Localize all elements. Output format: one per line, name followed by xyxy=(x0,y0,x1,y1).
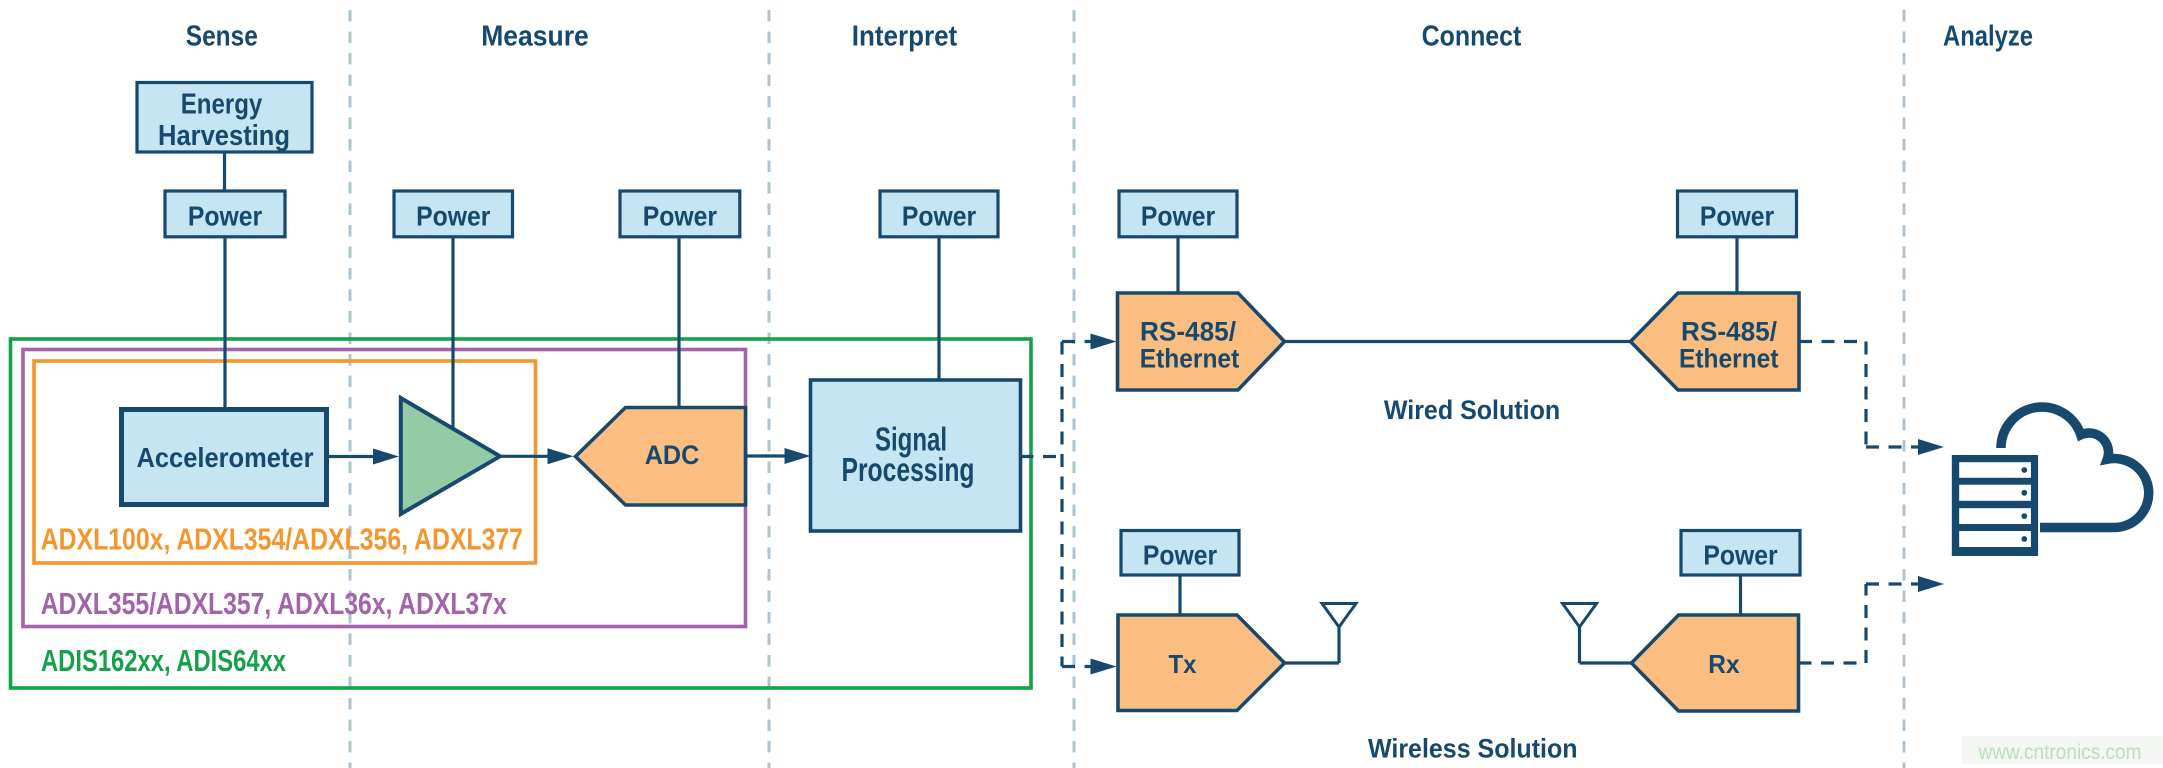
svg-text:Interpret: Interpret xyxy=(852,20,958,52)
svg-text:Power: Power xyxy=(188,201,263,232)
svg-text:RS-485/: RS-485/ xyxy=(1681,317,1777,347)
svg-text:Measure: Measure xyxy=(481,20,589,52)
svg-text:Power: Power xyxy=(1703,540,1778,571)
svg-text:Power: Power xyxy=(902,201,977,232)
svg-text:Rx: Rx xyxy=(1708,649,1740,679)
svg-text:ADXL100x, ADXL354/ADXL356, ADX: ADXL100x, ADXL354/ADXL356, ADXL377 xyxy=(41,523,523,557)
svg-text:Analyze: Analyze xyxy=(1943,20,2033,52)
svg-text:Wireless Solution: Wireless Solution xyxy=(1368,734,1578,764)
svg-text:Energy: Energy xyxy=(181,88,263,120)
svg-text:Harvesting: Harvesting xyxy=(158,120,290,152)
svg-text:Connect: Connect xyxy=(1422,20,1522,52)
svg-text:Power: Power xyxy=(416,201,491,232)
svg-text:Signal: Signal xyxy=(875,421,947,458)
svg-text:Power: Power xyxy=(1143,540,1218,571)
svg-text:Power: Power xyxy=(643,201,718,232)
svg-text:ADIS162xx, ADIS64xx: ADIS162xx, ADIS64xx xyxy=(41,644,286,678)
svg-text:ADC: ADC xyxy=(645,440,700,470)
svg-text:Processing: Processing xyxy=(842,452,975,489)
svg-text:Power: Power xyxy=(1700,201,1775,232)
svg-text:RS-485/: RS-485/ xyxy=(1140,317,1236,347)
svg-text:Accelerometer: Accelerometer xyxy=(137,442,314,473)
svg-text:Sense: Sense xyxy=(186,20,258,52)
svg-text:Wired Solution: Wired Solution xyxy=(1384,395,1560,425)
svg-text:www.cntronics.com: www.cntronics.com xyxy=(1978,741,2142,764)
svg-text:Ethernet: Ethernet xyxy=(1679,344,1779,374)
svg-text:Ethernet: Ethernet xyxy=(1140,344,1240,374)
svg-text:ADXL355/ADXL357, ADXL36x, ADXL: ADXL355/ADXL357, ADXL36x, ADXL37x xyxy=(41,587,507,621)
svg-text:Power: Power xyxy=(1141,201,1216,232)
svg-text:Tx: Tx xyxy=(1169,649,1197,679)
